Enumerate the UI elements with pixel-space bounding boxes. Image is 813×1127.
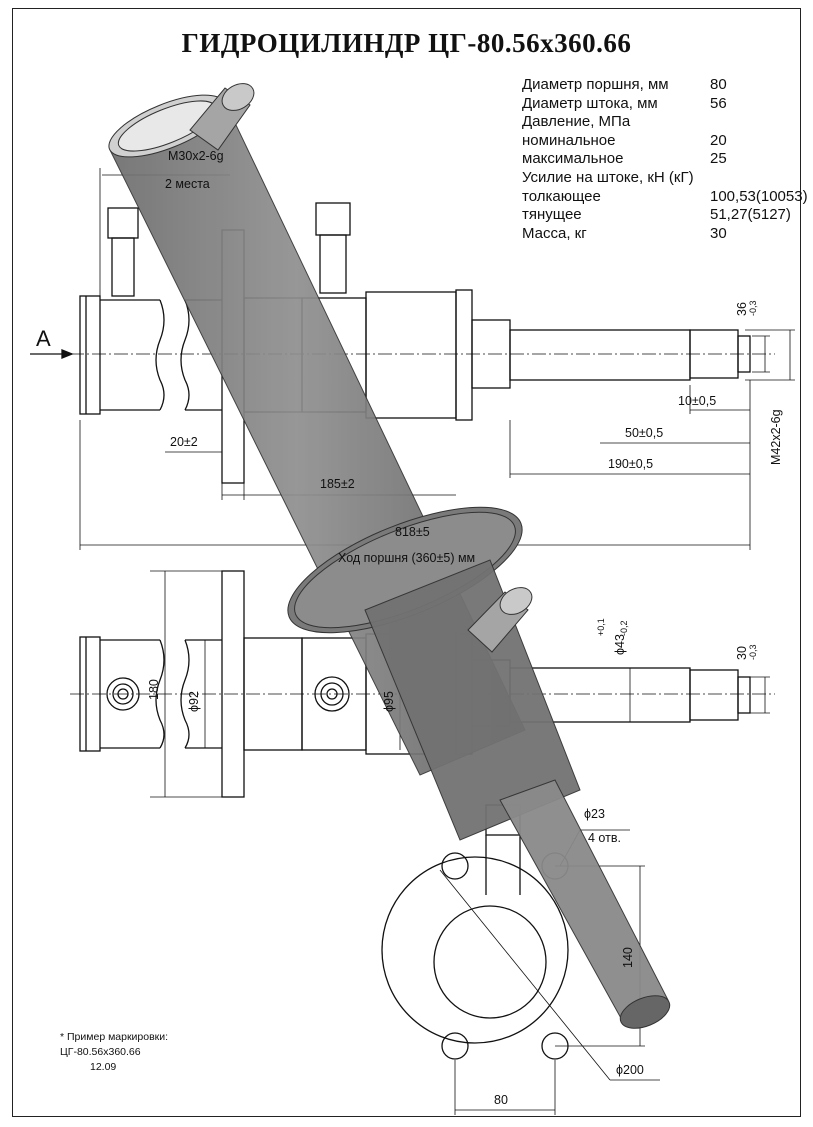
spec-label: тянущее — [522, 206, 582, 224]
hole-count-label: 4 отв. — [588, 831, 621, 845]
flange-thickness-label: 20±2 — [170, 435, 198, 449]
rod-diameter-tolerance-upper: +0,1 — [596, 618, 606, 636]
spec-row: номинальное 20 — [522, 131, 727, 151]
spec-value: 56 — [710, 94, 727, 112]
spec-label: максимальное — [522, 150, 624, 168]
spec-row: Диаметр поршня, мм 80 — [522, 76, 727, 95]
side-view — [30, 168, 795, 550]
flange-to-head-label: 185±2 — [320, 477, 355, 491]
port-thread-label: М30x2-6g — [168, 149, 224, 163]
spec-label: Диаметр штока, мм — [522, 94, 658, 112]
spec-value: 51,27(5127) — [710, 206, 791, 224]
spec-value: 100,53(10053) — [710, 187, 808, 205]
spec-row: тянущее 51,27(5127) — [522, 206, 791, 225]
bore-diameter-label: ϕ92 — [187, 691, 201, 712]
spec-row: Масса, кг 30 — [522, 224, 727, 244]
cylinder-3d-render — [108, 83, 671, 1029]
spec-label: Давление, МПа — [522, 113, 631, 131]
plan-view — [70, 570, 775, 798]
spec-row: Усилие на штоке, кН (кГ) — [522, 169, 694, 188]
rod-flat-tolerance: -0,3 — [748, 300, 758, 316]
hole-spacing-label: 80 — [494, 1093, 508, 1107]
spec-value: 30 — [710, 224, 727, 242]
rod-flat-label: 36 — [735, 302, 749, 316]
flange-diameter-label: ϕ200 — [616, 1063, 644, 1077]
end-flat-tolerance: -0,3 — [748, 644, 758, 660]
end-flat-label: 30 — [735, 646, 749, 660]
spec-row: максимальное 25 — [522, 150, 727, 169]
rod-diameter-tolerance-lower: -0,2 — [619, 620, 629, 636]
flange-height-label: 180 — [147, 679, 161, 700]
spec-label: Диаметр поршня, мм — [522, 76, 669, 93]
spec-row: толкающее 100,53(10053) — [522, 187, 808, 207]
body-diameter-label: ϕ95 — [382, 691, 396, 712]
rod-end-length-label: 50±0,5 — [625, 426, 663, 440]
dimension-labels: М30x2-6g 2 места A 20±2 185±2 818±5 Ход … — [36, 149, 783, 1107]
marking-note: * Пример маркировки: ЦГ-80.56x360.66 12.… — [60, 1030, 168, 1075]
port-count-label: 2 места — [165, 177, 210, 191]
spec-label: Масса, кг — [522, 224, 587, 242]
marking-note-code: ЦГ-80.56x360.66 — [60, 1046, 141, 1058]
spec-value: 80 — [710, 76, 727, 93]
thread-length-label: 10±0,5 — [678, 394, 716, 408]
drawing-title: ГИДРОЦИЛИНДР ЦГ-80.56x360.66 — [181, 28, 632, 58]
spec-label: толкающее — [522, 187, 601, 205]
marking-note-heading: * Пример маркировки: — [60, 1031, 169, 1043]
rod-thread-label: М42x2-6g — [769, 409, 783, 465]
rod-length-label: 190±0,5 — [608, 457, 653, 471]
spec-label: номинальное — [522, 131, 616, 149]
spec-label: Усилие на штоке, кН (кГ) — [522, 168, 694, 186]
marking-note-date: 12.09 — [90, 1061, 117, 1073]
rod-diameter-label: ϕ43 — [613, 634, 627, 655]
spec-value: 25 — [710, 150, 727, 168]
spec-row: Давление, МПа — [522, 113, 694, 132]
hole-diameter-label: ϕ23 — [584, 807, 605, 821]
spec-row: Диаметр штока, мм 56 — [522, 94, 727, 114]
spec-value: 20 — [710, 131, 727, 149]
overall-length-label: 818±5 — [395, 525, 430, 539]
flange-pcd-label: 140 — [621, 947, 635, 968]
piston-stroke-label: Ход поршня (360±5) мм — [338, 551, 475, 565]
view-a-label: A — [36, 326, 51, 351]
